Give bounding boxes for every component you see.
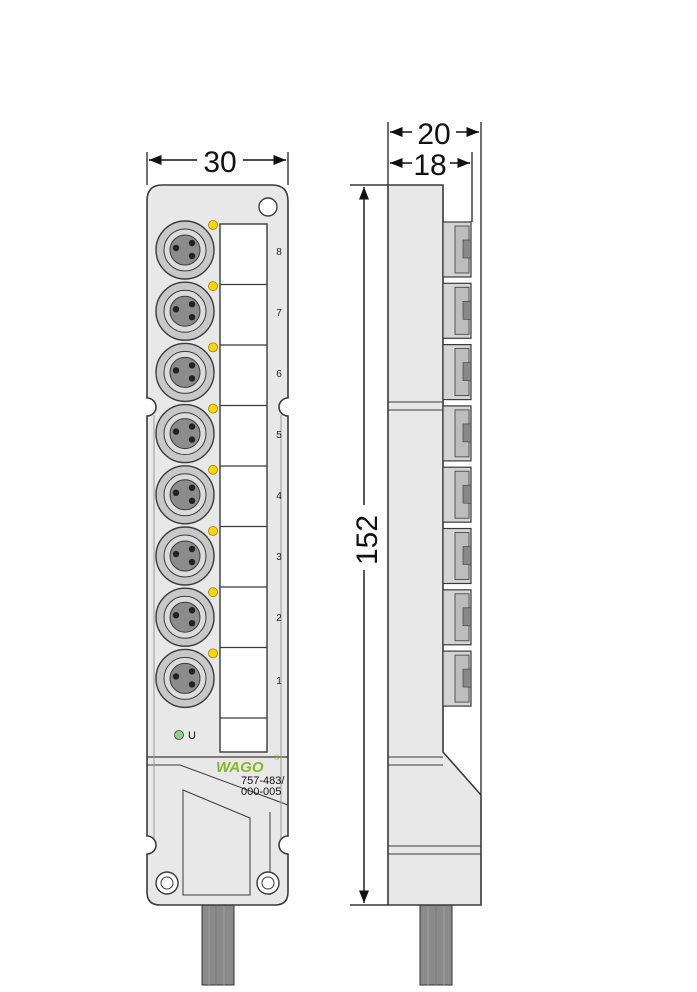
connector-3 [155, 526, 218, 586]
connector-pin [188, 375, 196, 382]
cable [201, 894, 235, 986]
status-led-2 [208, 587, 218, 598]
connector-pin [188, 314, 196, 321]
connector-7 [155, 281, 218, 341]
front-lower-section [147, 756, 289, 896]
connector-1 [155, 648, 218, 709]
channel-label-6: 6 [276, 369, 282, 380]
status-led-8 [208, 220, 218, 230]
connector-pin [188, 607, 196, 614]
status-led-5 [208, 403, 218, 414]
connector-pin [188, 239, 196, 247]
connector-pin [188, 252, 196, 260]
connector-pin [172, 244, 180, 252]
channel-label-5: 5 [276, 430, 282, 441]
depth20-label: 20 [417, 118, 450, 151]
side-m8-connectors [442, 221, 472, 707]
height-label: 152 [351, 515, 384, 565]
side-connector-5 [442, 405, 472, 462]
connector-pin [188, 423, 196, 430]
connector-pin [172, 673, 180, 680]
connector-pin [188, 497, 196, 504]
power-led [174, 730, 184, 740]
wago-logo-mark: ® [274, 754, 280, 762]
mounting-hole-top [258, 197, 278, 217]
status-led-1 [208, 648, 218, 659]
wago-logo: WAGO [216, 759, 264, 776]
connector-pin [188, 362, 196, 369]
connector-6 [155, 342, 218, 403]
connector-pin [188, 558, 196, 566]
side-connector-4 [442, 466, 472, 523]
cable-stripes [208, 895, 225, 985]
part-number-line1: 757-483/ [241, 775, 285, 787]
mounting-hole-bottom-left [155, 871, 179, 895]
channel-label-3: 3 [276, 552, 282, 563]
connector-pin [188, 668, 196, 675]
side-connector-1 [442, 650, 472, 707]
connector-pin [188, 545, 196, 553]
marker-strip-dividers [220, 283, 267, 719]
mounting-hole-bottom-right [256, 871, 280, 895]
status-led-3 [208, 526, 218, 536]
side-connector-7 [442, 282, 472, 339]
power-led-label: U [188, 730, 196, 742]
connector-pin [188, 436, 196, 443]
marker-strip [219, 223, 268, 753]
front-width-label: 30 [203, 146, 236, 179]
side-view: 20 18 152 [350, 118, 482, 986]
connector-2 [155, 587, 218, 647]
side-connector-2 [442, 589, 472, 646]
front-view: 30 8 7 6 [146, 146, 289, 986]
side-connector-3 [442, 527, 472, 585]
channel-label-1: 1 [276, 676, 282, 687]
channel-label-8: 8 [276, 247, 282, 258]
side-connector-6 [442, 344, 472, 401]
connector-4 [155, 464, 218, 525]
channel-label-7: 7 [276, 308, 282, 319]
connector-pin [188, 681, 196, 688]
side-housing [387, 184, 482, 906]
part-number-line2: 000-005 [241, 786, 281, 798]
m8-connectors [155, 220, 218, 709]
connector-pin [188, 301, 196, 308]
connector-8 [155, 220, 218, 280]
side-connector-8 [442, 221, 472, 278]
connector-pin [172, 489, 180, 496]
status-led-4 [208, 464, 218, 475]
connector-pin [172, 612, 180, 619]
connector-pin [172, 550, 180, 558]
status-led-7 [208, 281, 218, 292]
channel-label-4: 4 [276, 491, 282, 502]
status-led-6 [208, 342, 218, 353]
connector-pin [172, 428, 180, 435]
depth18-label: 18 [413, 149, 446, 182]
connector-pin [188, 484, 196, 491]
connector-pin [188, 620, 196, 627]
connector-pin [172, 367, 180, 374]
connector-5 [155, 403, 218, 464]
connector-pin [172, 306, 180, 313]
channel-label-2: 2 [276, 613, 282, 624]
